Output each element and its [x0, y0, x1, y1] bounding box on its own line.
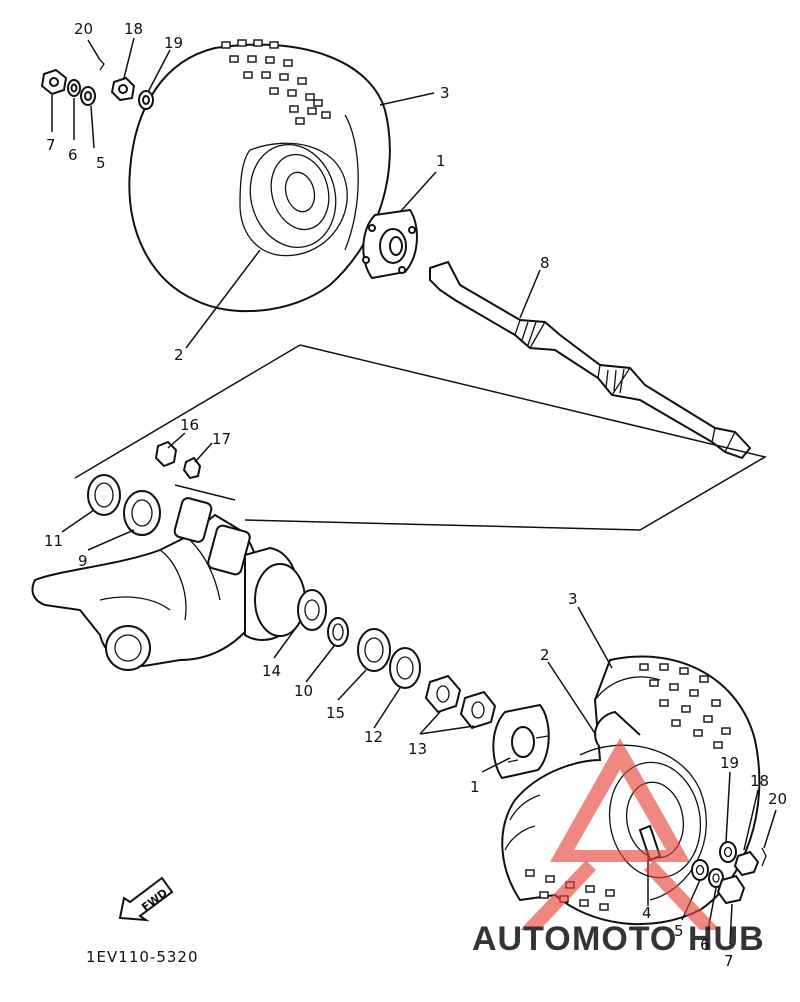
callout-18-upper: 18 — [124, 20, 143, 38]
callout-6-lower: 6 — [700, 936, 710, 954]
watermark-text-moto: MOTO — [572, 920, 677, 958]
fwd-arrow-icon: FWD — [118, 876, 174, 922]
callout-8: 8 — [540, 254, 550, 272]
callout-6-upper: 6 — [68, 146, 78, 164]
callout-19-upper: 19 — [164, 34, 183, 52]
rear-axle — [429, 260, 752, 460]
callout-11: 11 — [44, 532, 63, 550]
callout-5-upper: 5 — [96, 154, 106, 172]
callout-19-lower: 19 — [720, 754, 739, 772]
watermark-logo: AUTO MOTO HUB — [472, 738, 765, 958]
callout-12: 12 — [364, 728, 383, 746]
callout-17: 17 — [212, 430, 231, 448]
upper-wheel — [128, 39, 391, 313]
callout-2-upper: 2 — [174, 346, 184, 364]
callout-4: 4 — [642, 904, 652, 922]
callout-18-lower: 18 — [750, 772, 769, 790]
leader-lines — [51, 37, 777, 945]
upper-hub — [362, 208, 418, 280]
watermark-text-hub: HUB — [688, 920, 765, 958]
callout-20-upper: 20 — [74, 20, 93, 38]
callout-10: 10 — [294, 682, 313, 700]
callout-14: 14 — [262, 662, 281, 680]
bearings-seals — [87, 440, 497, 730]
callout-5-lower: 5 — [674, 922, 684, 940]
callout-3-upper: 3 — [440, 84, 450, 102]
diagram-code: 1EV110-5320 — [86, 948, 199, 966]
swingarm — [31, 497, 327, 671]
callout-13: 13 — [408, 740, 427, 758]
callout-2-lower: 2 — [540, 646, 550, 664]
callout-20-lower: 20 — [768, 790, 787, 808]
upper-wheel-tread — [221, 39, 331, 125]
callout-9: 9 — [78, 552, 88, 570]
callout-7-upper: 7 — [46, 136, 56, 154]
callout-7-lower: 7 — [724, 952, 734, 970]
watermark-triangle-icon — [550, 738, 690, 862]
callout-1-upper: 1 — [436, 152, 446, 170]
upper-small-parts — [40, 59, 154, 110]
callout-numbers: 20 18 19 7 6 5 3 1 8 2 16 17 11 9 14 10 … — [44, 20, 787, 970]
watermark-text-auto: AUTO — [472, 920, 572, 958]
lower-hub — [492, 703, 550, 780]
callout-15: 15 — [326, 704, 345, 722]
callout-3-lower: 3 — [568, 590, 578, 608]
callout-16: 16 — [180, 416, 199, 434]
callout-1-lower: 1 — [470, 778, 480, 796]
